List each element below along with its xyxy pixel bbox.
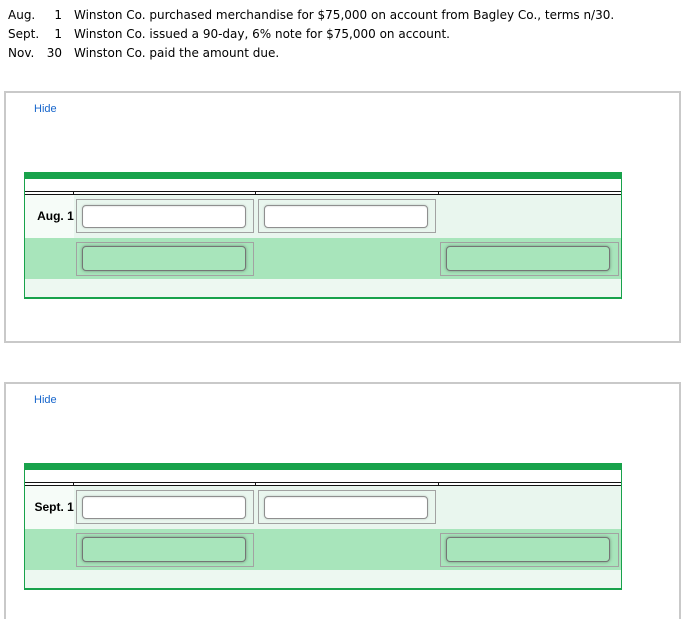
transaction-day: 1	[54, 27, 62, 41]
table-top-bar	[25, 172, 621, 179]
debit-account-input[interactable]	[81, 495, 246, 519]
empty-credit-cell	[438, 194, 621, 238]
table-header-spacer	[25, 179, 621, 192]
debit-entry-row: Aug. 1	[25, 194, 621, 238]
debit-amount-cell	[257, 490, 437, 525]
table-double-rule	[25, 191, 621, 195]
transaction-line: Nov. 30 Winston Co. paid the amount due.	[8, 44, 674, 63]
entry-date-label: Sept. 1	[25, 485, 74, 529]
transaction-month: Sept.	[8, 27, 40, 41]
journal-entry-table: Aug. 1	[24, 172, 622, 299]
transaction-description: Winston Co. paid the amount due.	[74, 46, 280, 60]
transaction-day: 30	[46, 46, 62, 60]
credit-amount-cell	[440, 532, 619, 567]
table-header-spacer	[25, 470, 621, 483]
transaction-line: Aug. 1 Winston Co. purchased merchandise…	[8, 6, 674, 25]
credit-entry-row	[25, 529, 621, 570]
table-footer-row	[25, 570, 621, 588]
credit-amount-input[interactable]	[446, 537, 611, 562]
hide-link[interactable]: Hide	[34, 394, 57, 406]
credit-amount-cell	[440, 241, 619, 276]
debit-amount-cell	[257, 199, 437, 234]
entry-date-label: Aug. 1	[25, 194, 74, 238]
transaction-description: Winston Co. purchased merchandise for $7…	[74, 8, 615, 22]
debit-account-cell	[75, 490, 254, 525]
journal-panel-sept1: Hide Sept. 1	[4, 382, 681, 619]
debit-amount-input[interactable]	[263, 495, 428, 519]
table-top-bar	[25, 463, 621, 470]
transaction-instructions: Aug. 1 Winston Co. purchased merchandise…	[8, 6, 684, 63]
transaction-month: Aug.	[8, 8, 36, 22]
table-double-rule	[25, 482, 621, 486]
credit-account-cell	[75, 532, 254, 567]
credit-amount-input[interactable]	[446, 246, 611, 271]
credit-account-input[interactable]	[81, 246, 246, 271]
empty-debit-cell	[255, 529, 439, 570]
transaction-line: Sept. 1 Winston Co. issued a 90-day, 6% …	[8, 25, 674, 44]
credit-account-input[interactable]	[81, 537, 246, 562]
transaction-month: Nov.	[8, 46, 35, 60]
debit-account-input[interactable]	[81, 204, 246, 228]
journal-entry-table: Sept. 1	[24, 463, 622, 590]
table-footer-row	[25, 279, 621, 297]
transaction-description: Winston Co. issued a 90-day, 6% note for…	[74, 27, 450, 41]
debit-entry-row: Sept. 1	[25, 485, 621, 529]
transaction-day: 1	[54, 8, 62, 22]
journal-panel-aug1: Hide Aug. 1	[4, 91, 681, 343]
credit-entry-row	[25, 238, 621, 279]
hide-link[interactable]: Hide	[34, 103, 57, 115]
empty-date-cell	[25, 529, 74, 570]
empty-debit-cell	[255, 238, 439, 279]
debit-amount-input[interactable]	[263, 204, 428, 228]
credit-account-cell	[75, 241, 254, 276]
empty-date-cell	[25, 238, 74, 279]
empty-credit-cell	[438, 485, 621, 529]
debit-account-cell	[75, 199, 254, 234]
